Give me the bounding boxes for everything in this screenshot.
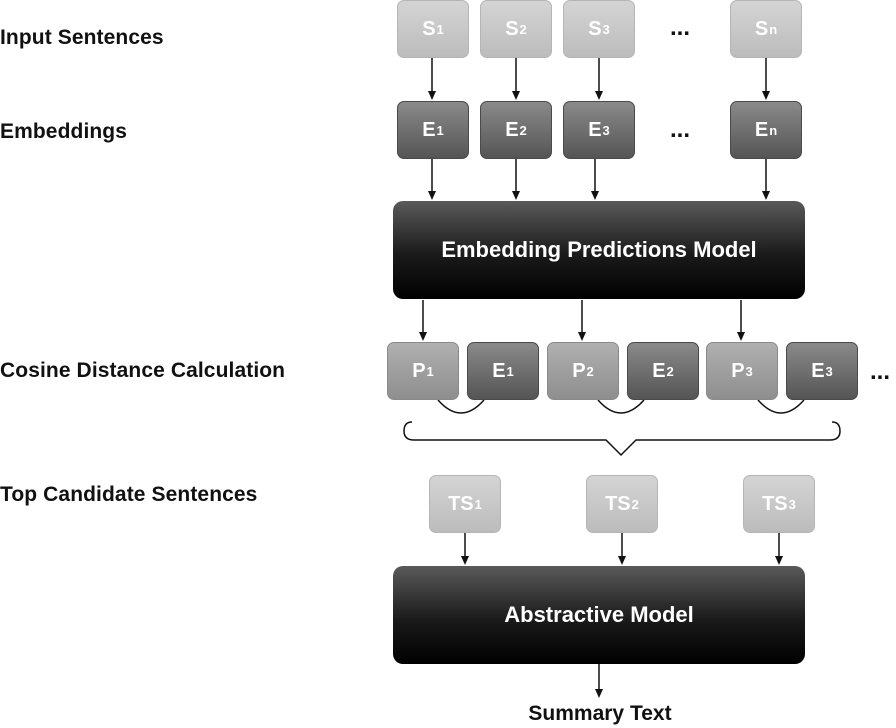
label-embeddings: Embeddings	[0, 120, 128, 143]
abstractive-model: Abstractive Model	[393, 566, 805, 664]
box-subscript: 2	[666, 363, 674, 379]
box-subscript: 1	[506, 363, 514, 379]
label-cosine-distance: Cosine Distance Calculation	[0, 359, 286, 382]
box-base: E	[492, 359, 506, 382]
box-subscript: n	[769, 122, 778, 138]
label-input-sentences: Input Sentences	[0, 26, 164, 49]
box-base: E	[588, 118, 602, 141]
box-subscript: 3	[788, 496, 796, 512]
box-subscript: n	[769, 21, 778, 37]
box-base: P	[572, 359, 586, 382]
box-subscript: 3	[825, 363, 833, 379]
ellipsis: ...	[870, 358, 891, 385]
box-base: TS	[605, 492, 631, 515]
box-subscript: 3	[602, 122, 610, 138]
box-base: E	[811, 359, 825, 382]
ellipsis: ...	[670, 14, 691, 41]
box-subscript: 1	[436, 122, 444, 138]
summary-text: Summary Text	[528, 702, 672, 725]
box-base: S	[505, 17, 519, 40]
box-subscript: 2	[519, 122, 527, 138]
box-base: TS	[448, 492, 474, 515]
box-base: E	[754, 118, 769, 141]
box-base: P	[412, 359, 426, 382]
ellipsis: ...	[670, 116, 691, 143]
box-base: S	[422, 17, 436, 40]
box-subscript: 3	[745, 363, 753, 379]
box-subscript: 1	[436, 21, 444, 37]
box-base: E	[422, 118, 436, 141]
box-subscript: 2	[586, 363, 594, 379]
box-base: E	[652, 359, 666, 382]
box-base: S	[754, 17, 769, 40]
embedding-predictions-model: Embedding Predictions Model	[393, 201, 805, 299]
label-top-candidates: Top Candidate Sentences	[0, 483, 258, 506]
box-subscript: 2	[519, 21, 527, 37]
box-base: E	[505, 118, 519, 141]
box-subscript: 2	[631, 496, 639, 512]
box-subscript: 1	[474, 496, 482, 512]
box-subscript: 3	[602, 21, 610, 37]
box-base: TS	[762, 492, 788, 515]
box-subscript: 1	[426, 363, 434, 379]
box-base: P	[731, 359, 745, 382]
box-base: S	[588, 17, 602, 40]
